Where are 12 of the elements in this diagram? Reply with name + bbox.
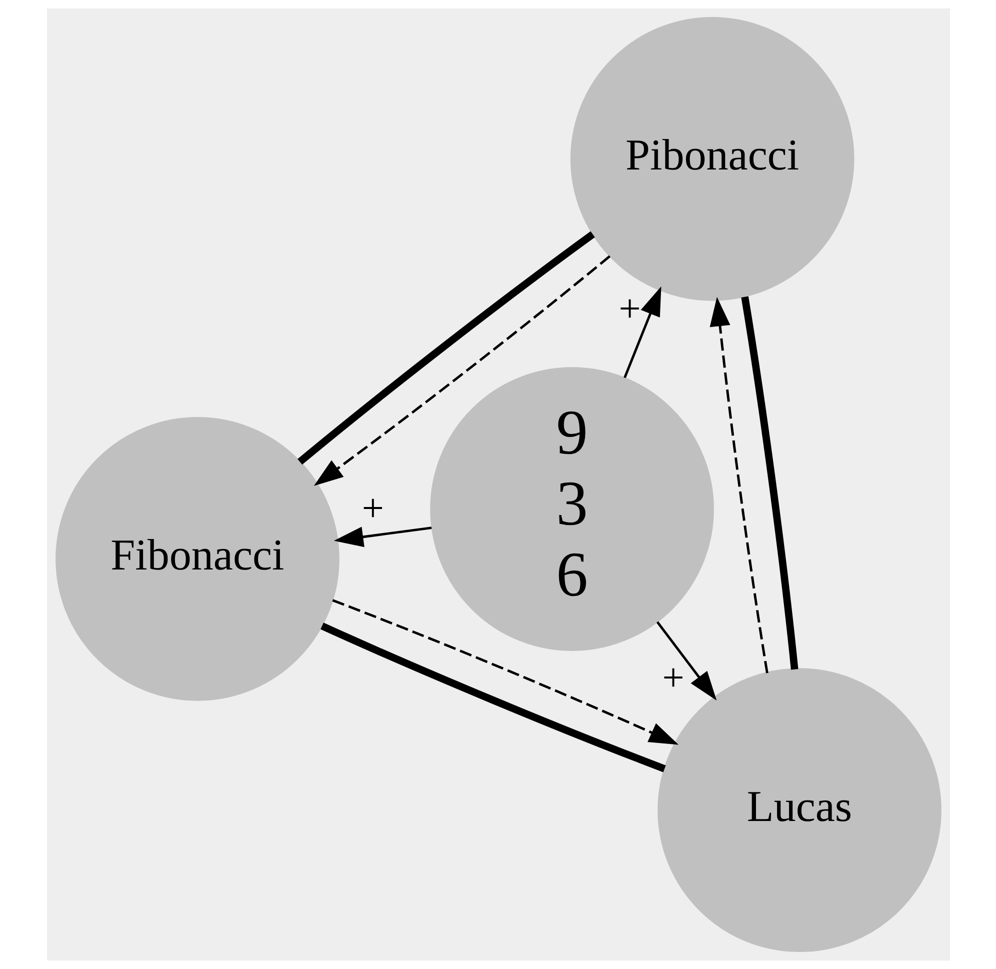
arrow [313,255,610,486]
connector [740,296,798,670]
arrow [333,526,432,548]
connector [320,622,666,772]
edge-label: + [361,487,384,530]
connector [297,231,594,465]
arrow [656,621,716,700]
node-circle: 9 3 6 [430,367,714,652]
arrow [709,296,768,674]
arrow [332,599,678,745]
node-circle: Fibonacci [55,416,339,701]
arrow [623,286,661,378]
